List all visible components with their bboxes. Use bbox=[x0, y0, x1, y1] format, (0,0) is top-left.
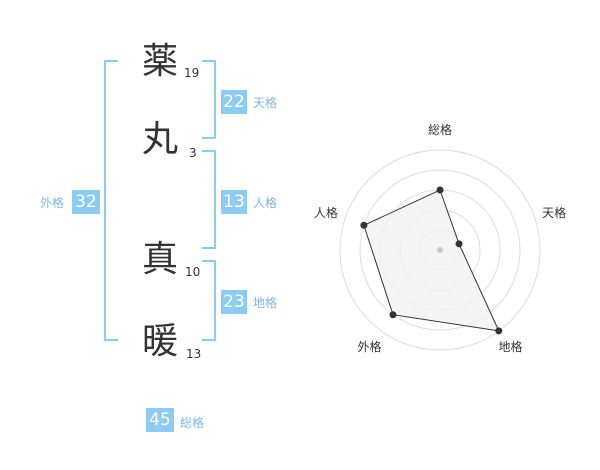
tenkaku-value: 22 bbox=[221, 90, 247, 114]
radar-point-3 bbox=[495, 327, 503, 335]
name-char-3-strokes: 10 bbox=[185, 265, 201, 279]
jinkaku-value: 13 bbox=[221, 190, 247, 214]
radar-point-1 bbox=[436, 186, 444, 194]
radar-center-dot bbox=[437, 247, 443, 253]
name-char-4-strokes: 13 bbox=[186, 347, 202, 361]
soukaku-label: 総格 bbox=[180, 416, 205, 430]
tenkaku-bracket bbox=[202, 60, 216, 139]
jinkaku-label: 人格 bbox=[253, 196, 278, 210]
radar-axis-label-2: 天格 bbox=[542, 205, 566, 220]
tenkaku-label: 天格 bbox=[253, 96, 278, 110]
radar-axis-label-3: 地格 bbox=[499, 339, 523, 354]
radar-grid-ring bbox=[339, 149, 541, 351]
name-char-2-strokes: 3 bbox=[189, 146, 197, 160]
chikaku-bracket bbox=[202, 260, 216, 341]
gaikaku-label: 外格 bbox=[40, 196, 65, 210]
name-char-4: 暖 bbox=[141, 321, 178, 362]
radar-data-polygon bbox=[363, 189, 500, 332]
soukaku-value: 45 bbox=[146, 408, 174, 432]
name-char-1: 薬 bbox=[141, 41, 178, 82]
radar-axis-label-4: 外格 bbox=[357, 339, 381, 354]
radar-axis-label-1: 総格 bbox=[428, 122, 452, 137]
name-char-2: 丸 bbox=[141, 119, 178, 160]
name-char-3: 真 bbox=[141, 239, 178, 280]
radar-point-4 bbox=[389, 311, 397, 319]
chikaku-value: 23 bbox=[221, 290, 247, 314]
radar-point-2 bbox=[455, 240, 463, 248]
chikaku-label: 地格 bbox=[253, 296, 278, 310]
radar-grid-ring bbox=[359, 169, 521, 331]
name-char-1-strokes: 19 bbox=[184, 66, 200, 80]
radar-axis-label-5: 人格 bbox=[314, 205, 338, 220]
radar-point-5 bbox=[360, 221, 368, 229]
gaikaku-bracket bbox=[104, 60, 118, 341]
gaikaku-value: 32 bbox=[72, 190, 100, 214]
jinkaku-bracket bbox=[202, 150, 216, 249]
